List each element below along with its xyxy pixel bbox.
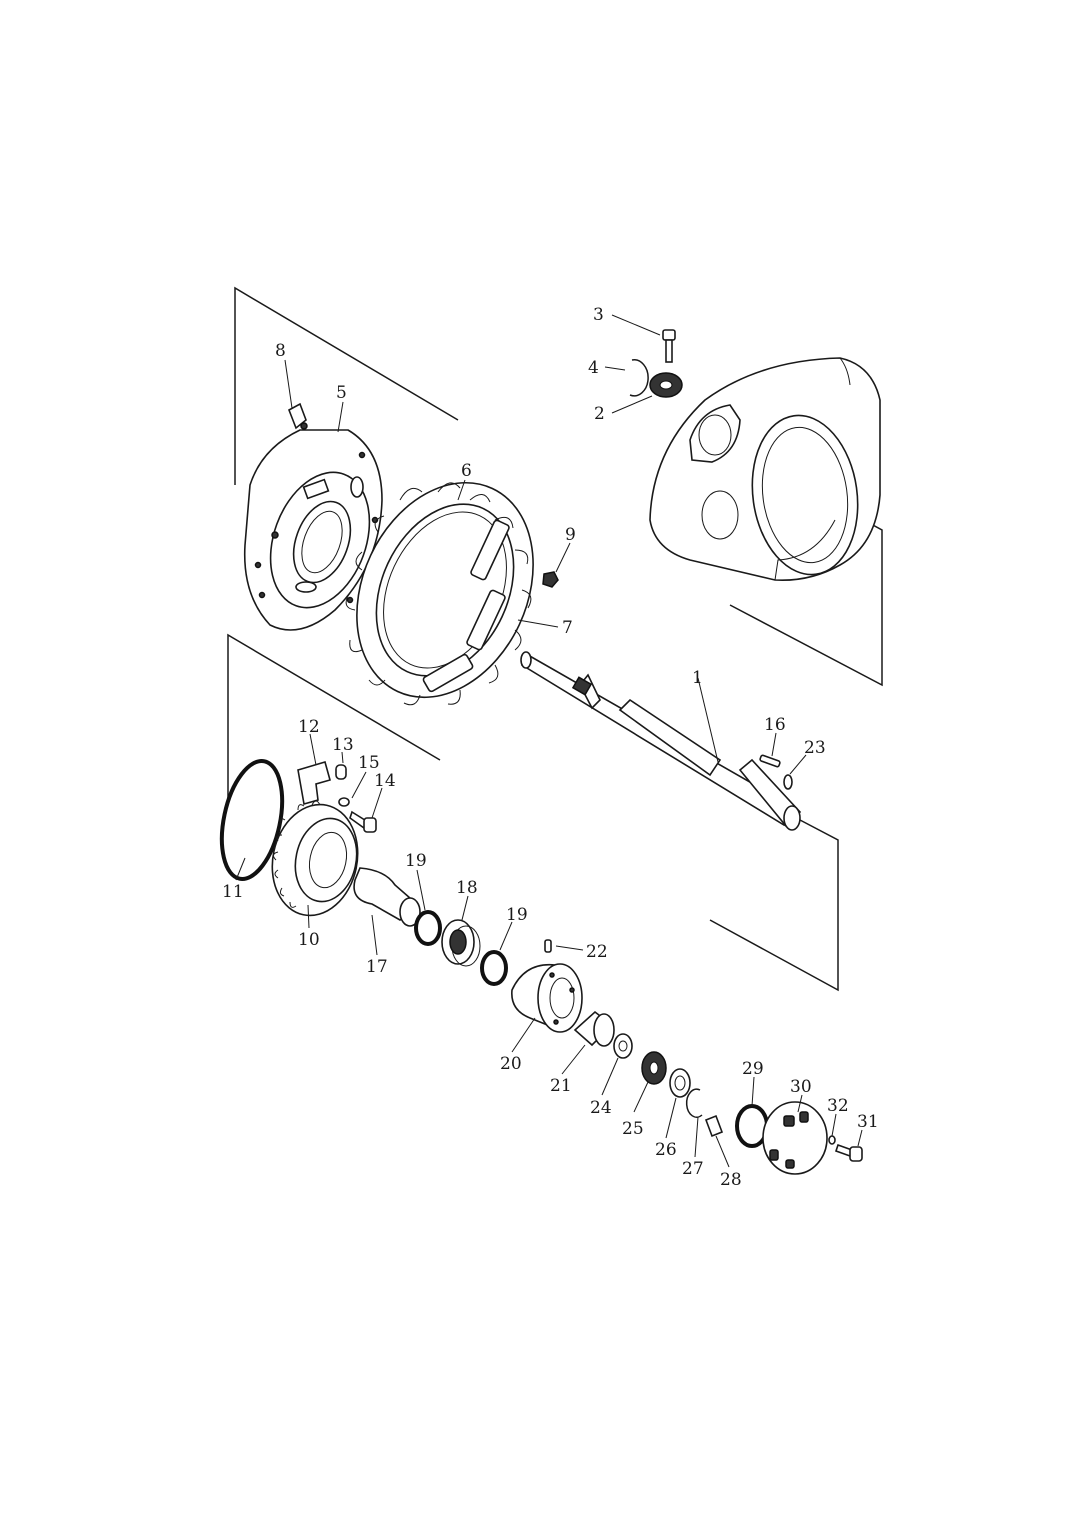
bolt-31 [834, 1143, 863, 1162]
bolt-14 [349, 810, 377, 833]
callout-23: 23 [804, 738, 826, 758]
callout-32: 32 [827, 1096, 849, 1116]
callout-12: 12 [298, 717, 320, 737]
callout-25: 25 [622, 1119, 644, 1139]
pin-23 [783, 774, 793, 790]
grease-fitting [287, 402, 308, 430]
bracket-lines [227, 286, 883, 992]
bolt-28 [704, 1114, 724, 1138]
snap-ring-top [629, 359, 649, 397]
callout-29: 29 [742, 1059, 764, 1079]
pin-22 [544, 939, 552, 953]
o-ring-19b [480, 950, 508, 986]
callout-3: 3 [593, 305, 604, 325]
callout-16: 16 [764, 715, 786, 735]
callout-14: 14 [374, 771, 396, 791]
bracket-plate [297, 761, 331, 806]
callout-9: 9 [565, 525, 576, 545]
callout-19b: 19 [506, 905, 528, 925]
large-o-ring [219, 759, 285, 881]
snap-ring-27 [685, 1088, 703, 1118]
callout-6: 6 [461, 461, 472, 481]
nut [542, 571, 559, 588]
callout-17: 17 [366, 957, 388, 977]
washer-24 [613, 1033, 633, 1059]
callout-19a: 19 [405, 851, 427, 871]
hub-flange [243, 429, 383, 631]
bolt-top [662, 329, 676, 363]
callout-28: 28 [720, 1170, 742, 1190]
drive-shaft [520, 651, 802, 831]
cover-30 [762, 1101, 828, 1175]
callouts: 1 2 3 4 5 6 7 8 9 10 11 12 13 14 15 16 1… [222, 305, 879, 1190]
bearing-18 [441, 919, 481, 967]
sprocket [345, 481, 534, 706]
carrier-20 [511, 963, 583, 1033]
callout-10: 10 [298, 930, 320, 950]
final-drive-housing [649, 357, 881, 582]
callout-22: 22 [586, 942, 608, 962]
callout-30: 30 [790, 1077, 812, 1097]
callout-4: 4 [588, 358, 599, 378]
lock-washer-26 [669, 1068, 691, 1098]
callout-27: 27 [682, 1159, 704, 1179]
callout-24: 24 [590, 1098, 612, 1118]
callout-18: 18 [456, 878, 478, 898]
key [759, 754, 781, 768]
washer-15 [338, 797, 350, 807]
o-ring-19a [414, 910, 442, 946]
callout-1: 1 [692, 668, 703, 688]
callout-8: 8 [275, 341, 286, 361]
sleeve-17 [353, 867, 421, 927]
leader-lines [235, 314, 863, 1168]
lock-nut-top [649, 372, 683, 398]
lock-nut-25 [641, 1051, 667, 1085]
callout-26: 26 [655, 1140, 677, 1160]
gear [271, 800, 359, 917]
pin-13 [335, 764, 347, 780]
callout-15: 15 [358, 753, 380, 773]
callout-11: 11 [222, 882, 244, 902]
callout-7: 7 [562, 618, 573, 638]
callout-5: 5 [336, 383, 347, 403]
callout-13: 13 [332, 735, 354, 755]
callout-2: 2 [594, 404, 605, 424]
callout-20: 20 [500, 1054, 522, 1074]
bushing-21 [573, 1010, 615, 1047]
callout-21: 21 [550, 1076, 572, 1096]
washer-32 [828, 1135, 836, 1145]
callout-31: 31 [857, 1112, 879, 1132]
